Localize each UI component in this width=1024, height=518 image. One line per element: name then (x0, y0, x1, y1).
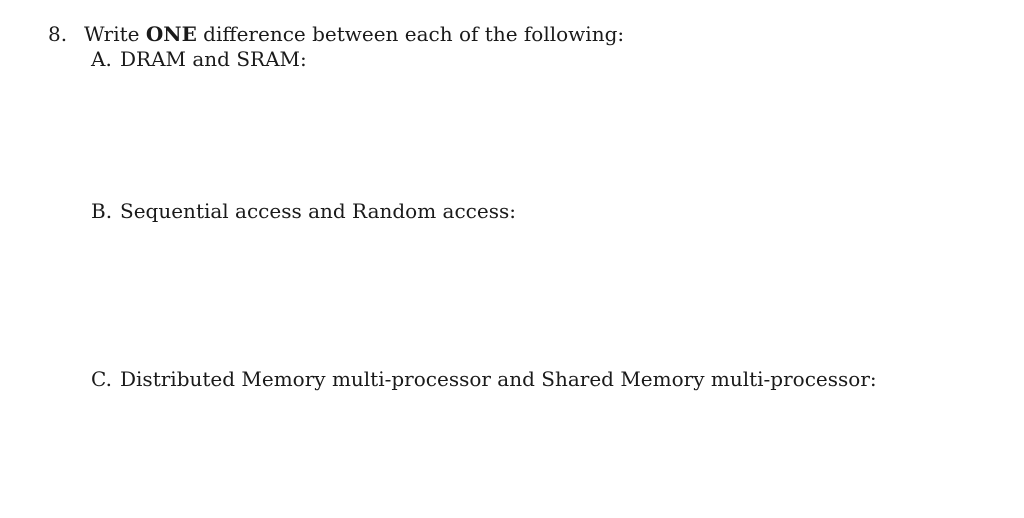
sub-question-a: A. DRAM and SRAM: (91, 47, 307, 71)
question-number: 8. (48, 22, 68, 46)
sub-question-text: Sequential access and Random access: (120, 199, 516, 223)
sub-question-letter: A. (91, 47, 112, 71)
sub-question-letter: C. (91, 367, 112, 391)
sub-question-b: B. Sequential access and Random access: (91, 199, 516, 223)
question-emphasis: ONE (145, 22, 197, 46)
sub-question-letter: B. (91, 199, 113, 223)
question-text-after: difference between each of the following… (203, 22, 625, 46)
question-prompt: 8. Write ONE difference between each of t… (48, 22, 624, 46)
question-text-before: Write (84, 22, 140, 46)
sub-question-text: Distributed Memory multi-processor and S… (120, 367, 877, 391)
sub-question-text: DRAM and SRAM: (120, 47, 307, 71)
sub-question-c: C. Distributed Memory multi-processor and… (91, 367, 877, 391)
